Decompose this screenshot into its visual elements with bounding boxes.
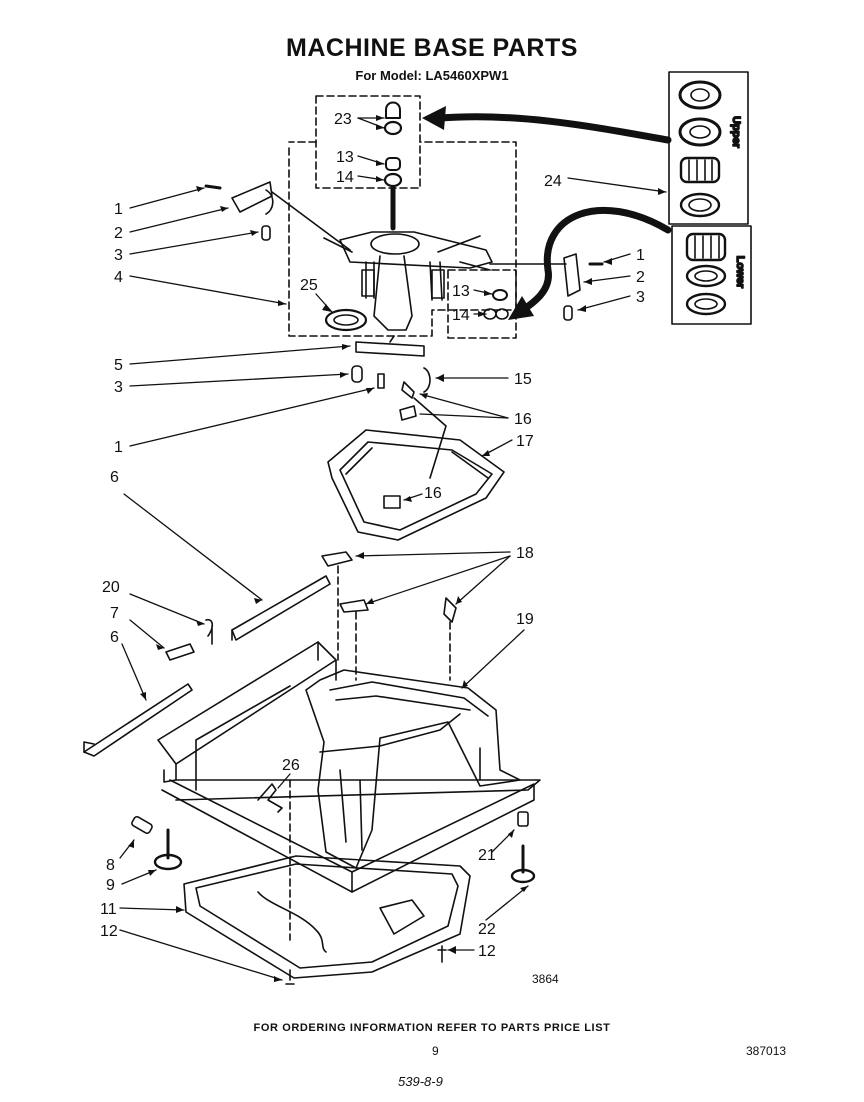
callout-22: 22 <box>478 921 496 938</box>
callout-14-upper: 14 <box>336 169 354 186</box>
upper-label: Upper <box>730 116 742 149</box>
callout-9: 9 <box>106 877 115 894</box>
callout-18: 18 <box>516 545 534 562</box>
figure-number: 3864 <box>532 972 559 986</box>
callout-2-left: 2 <box>114 225 123 242</box>
page-title: MACHINE BASE PARTS <box>286 34 578 62</box>
callout-23: 23 <box>334 111 352 128</box>
callout-1-right: 1 <box>636 247 645 264</box>
lower-bearings <box>483 289 509 320</box>
ordering-note: FOR ORDERING INFORMATION REFER TO PARTS … <box>253 1022 611 1034</box>
lower-arrow-head <box>508 296 534 320</box>
leader-lines <box>119 117 667 981</box>
lower-bearing-group-box <box>447 269 517 339</box>
callout-12-left: 12 <box>100 923 118 940</box>
handwritten-note: 539-8-9 <box>398 1074 443 1089</box>
callout-labels: 23 13 14 24 1 2 3 4 1 2 3 25 13 14 5 3 1… <box>100 111 645 960</box>
callout-3-left: 3 <box>114 247 123 264</box>
snubber-frame <box>327 397 505 541</box>
gearcase-group-box <box>288 141 517 337</box>
support-brackets <box>321 551 457 681</box>
left-bracket-hardware <box>204 181 351 251</box>
wire-clip <box>257 783 283 813</box>
right-bracket-hardware <box>489 253 604 321</box>
callout-25: 25 <box>300 277 318 294</box>
upper-bearing-stack <box>678 80 722 218</box>
lower-bearing-stack <box>685 232 727 316</box>
side-rails <box>83 575 331 757</box>
callout-4: 4 <box>114 269 123 286</box>
callout-20: 20 <box>102 579 120 596</box>
gearcase-assembly <box>323 185 493 332</box>
callout-3-right: 3 <box>636 289 645 306</box>
callout-12-right: 12 <box>478 943 496 960</box>
upper-bearing-group-box <box>315 95 421 189</box>
upper-arrow-head <box>422 106 446 130</box>
clamp-and-springs <box>351 335 431 399</box>
callout-2-right: 2 <box>636 269 645 286</box>
callout-11: 11 <box>100 901 117 918</box>
front-leveling-leg <box>131 815 183 871</box>
callout-17: 17 <box>516 433 534 450</box>
page-number: 9 <box>432 1044 439 1058</box>
callout-8: 8 <box>106 857 115 874</box>
machine-base-frame <box>157 641 541 941</box>
bearing-inset: Upper Lower <box>668 71 752 325</box>
upper-arrow <box>436 113 672 144</box>
callout-6-upper: 6 <box>110 469 119 486</box>
lower-label: Lower <box>734 256 746 289</box>
callout-26: 26 <box>282 757 300 774</box>
callout-14-lower: 14 <box>452 307 470 324</box>
callout-5: 5 <box>114 357 123 374</box>
callout-16-upper: 16 <box>514 411 532 428</box>
callout-7: 7 <box>110 605 119 622</box>
leader-arrowheads <box>128 115 666 982</box>
callout-1-left: 1 <box>114 201 123 218</box>
part-number: 387013 <box>746 1044 787 1058</box>
callout-13-upper: 13 <box>336 149 354 166</box>
rear-leveling-leg <box>510 811 536 884</box>
callout-13-lower: 13 <box>452 283 470 300</box>
model-subtitle: For Model: LA5460XPW1 <box>355 68 509 83</box>
base-pan <box>183 855 471 985</box>
upper-bearings <box>383 101 403 188</box>
callout-24: 24 <box>544 173 562 190</box>
callout-15: 15 <box>514 371 532 388</box>
callout-1-middle: 1 <box>114 439 123 456</box>
callout-19: 19 <box>516 611 534 628</box>
callout-16-lower: 16 <box>424 485 442 502</box>
lower-arrow <box>516 206 672 316</box>
callout-6-lower: 6 <box>110 629 119 646</box>
callout-21: 21 <box>478 847 496 864</box>
callout-3-middle: 3 <box>114 379 123 396</box>
